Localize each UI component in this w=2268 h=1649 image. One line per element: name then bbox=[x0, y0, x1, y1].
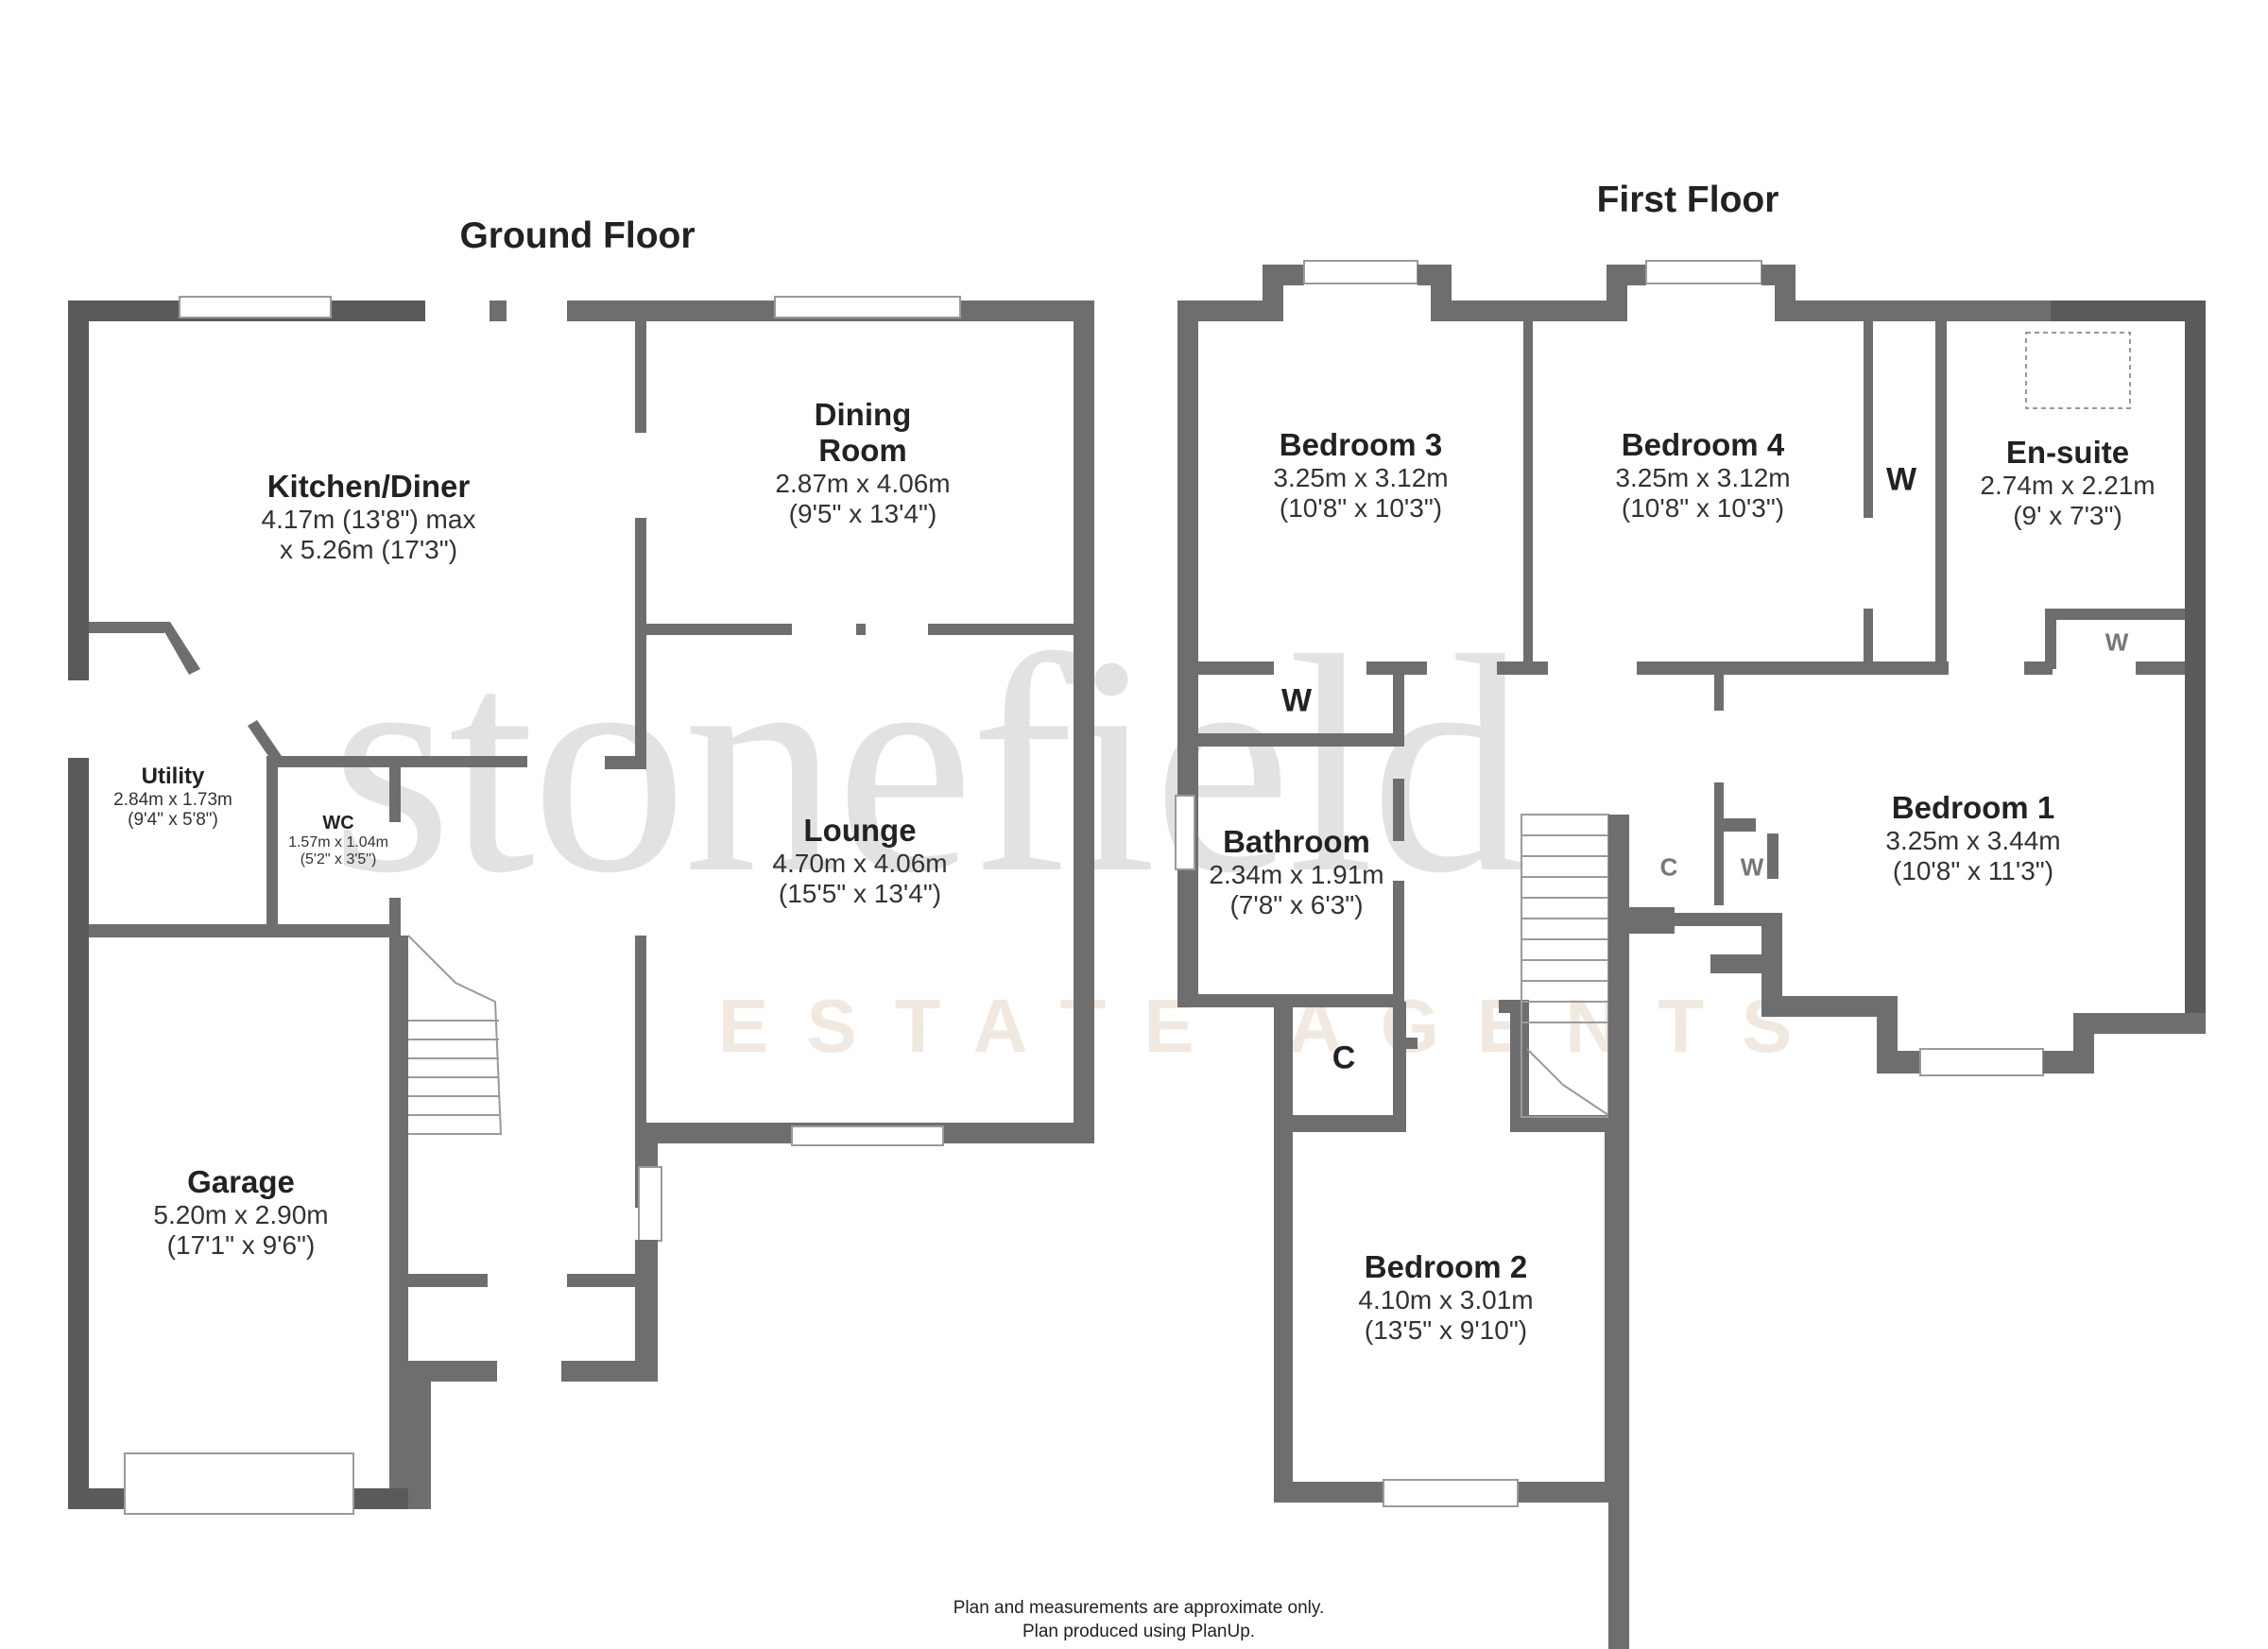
disclaimer-line-1: Plan and measurements are approximate on… bbox=[953, 1598, 1325, 1618]
room-bedroom-1: Bedroom 1 3.25m x 3.44m (10'8" x 11'3") bbox=[1885, 790, 2061, 886]
wardrobe-marker-bedroom-4: W bbox=[1885, 461, 1917, 498]
room-lounge: Lounge 4.70m x 4.06m (15'5" x 13'4") bbox=[772, 813, 948, 909]
room-kitchen-diner: Kitchen/Diner 4.17m (13'8") max x 5.26m … bbox=[261, 469, 476, 565]
room-wc: WC 1.57m x 1.04m (5'2" x 3'5") bbox=[288, 813, 388, 868]
room-bedroom-4: Bedroom 4 3.25m x 3.12m (10'8" x 10'3") bbox=[1615, 427, 1791, 524]
first-floor-walls bbox=[1175, 260, 2206, 1649]
first-floor-title: First Floor bbox=[1596, 180, 1779, 220]
ground-floor-walls bbox=[68, 296, 1094, 1515]
wardrobe-marker-en-suite: W bbox=[2105, 627, 2129, 657]
room-en-suite: En-suite 2.74m x 2.21m (9' x 7'3") bbox=[1980, 435, 2156, 531]
disclaimer-line-2: Plan produced using PlanUp. bbox=[1022, 1621, 1256, 1641]
ground-floor-title: Ground Floor bbox=[459, 215, 696, 256]
room-garage: Garage 5.20m x 2.90m (17'1" x 9'6") bbox=[153, 1164, 329, 1261]
cupboard-marker-landing: C bbox=[1659, 852, 1678, 882]
plan-disclaimer: Plan and measurements are approximate on… bbox=[954, 1597, 1325, 1643]
room-bedroom-3: Bedroom 3 3.25m x 3.12m (10'8" x 10'3") bbox=[1273, 427, 1449, 524]
room-bathroom: Bathroom 2.34m x 1.91m (7'8" x 6'3") bbox=[1209, 824, 1384, 920]
room-dining-room: Dining Room 2.87m x 4.06m (9'5" x 13'4") bbox=[775, 397, 951, 529]
wardrobe-marker-bedroom-3: W bbox=[1280, 682, 1313, 719]
wardrobe-marker-bedroom-1: W bbox=[1740, 852, 1764, 882]
room-utility: Utility 2.84m x 1.73m (9'4" x 5'8") bbox=[113, 764, 232, 831]
room-bedroom-2: Bedroom 2 4.10m x 3.01m (13'5" x 9'10") bbox=[1358, 1249, 1534, 1346]
watermark-brand: stonefield bbox=[331, 593, 1526, 937]
cupboard-marker-hall: C bbox=[1332, 1039, 1356, 1076]
